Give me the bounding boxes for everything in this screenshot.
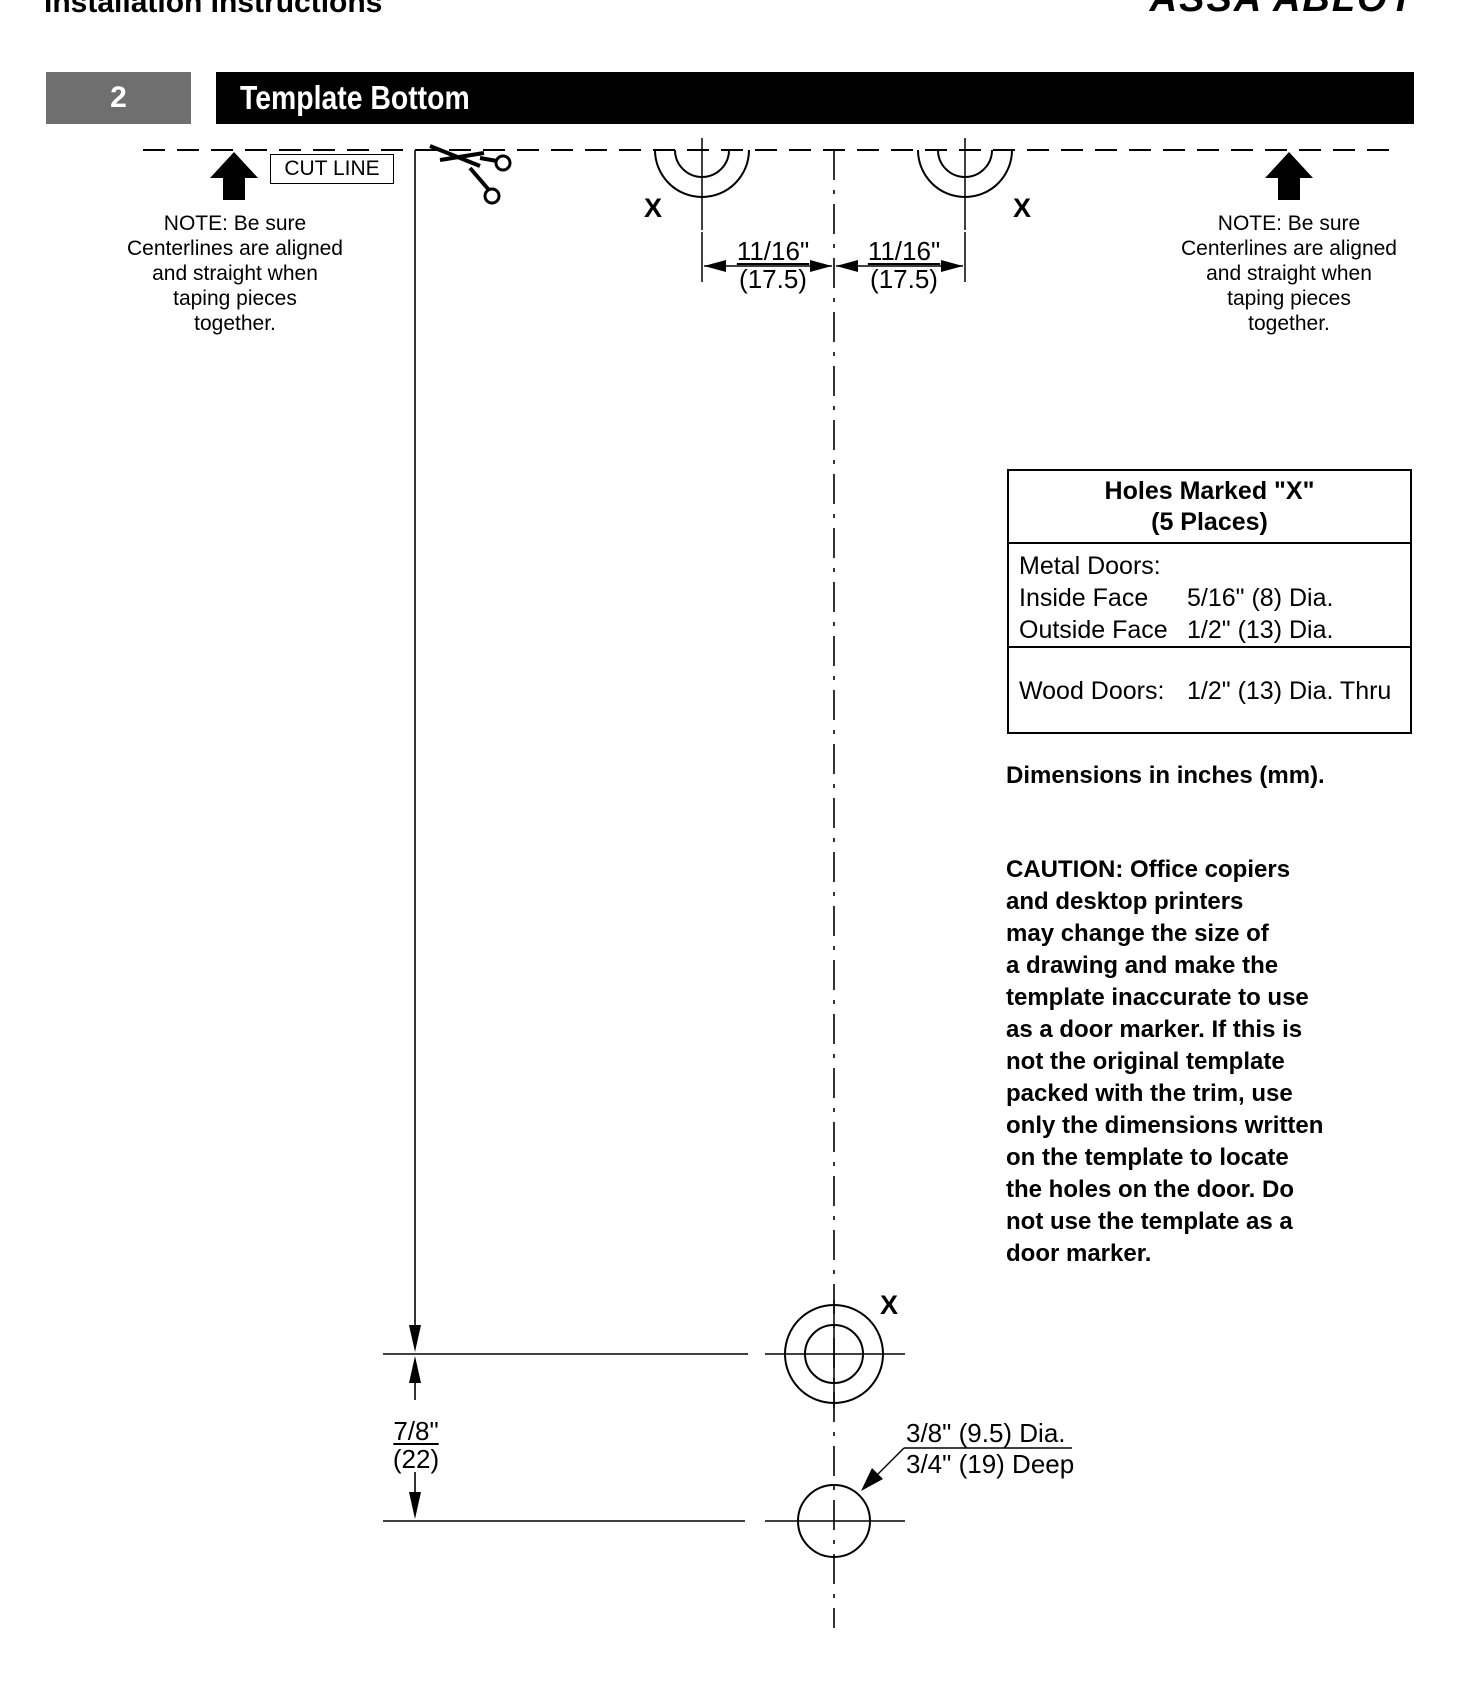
caution-note: CAUTION: Office copiers and desktop prin… [1006, 856, 1324, 1267]
dim-arrowhead [409, 1356, 421, 1383]
hole-marker-x: X [880, 1290, 899, 1320]
cut-line-label: CUT LINE [270, 154, 394, 184]
top-dimension-left: 11/16" (17.5) [718, 237, 828, 293]
row-value: 1/2" (13) Dia. Thru [1187, 677, 1392, 705]
cut-line-text: CUT LINE [284, 157, 380, 180]
hole-callout-depth: 3/4" (19) Deep [906, 1449, 1075, 1479]
note-line: taping pieces [1227, 287, 1351, 310]
table-header: Holes Marked "X" (5 Places) [1009, 471, 1410, 544]
page-header-title: Installation Instructions [44, 0, 383, 19]
brand-logo-text: ASSA ABLOY [1150, 0, 1416, 21]
metal-doors-heading: Metal Doors: [1019, 552, 1161, 580]
dim-arrowhead [704, 260, 726, 272]
table-subtitle: (5 Places) [1151, 508, 1268, 536]
row-label: Outside Face [1019, 616, 1168, 644]
dimension-mm: (22) [392, 1444, 440, 1474]
dim-arrowhead [409, 1492, 421, 1519]
metal-doors-section: Metal Doors: Inside Face 5/16" (8) Dia. … [1009, 544, 1410, 648]
dimension-inches: 11/16" [736, 236, 810, 266]
hole-marker-x: X [644, 193, 663, 223]
note-line: together. [194, 312, 276, 335]
right-up-arrow-icon [1265, 152, 1313, 200]
note-line: Centerlines are aligned [1181, 237, 1397, 260]
dimension-inches: 7/8" [393, 1416, 439, 1446]
row-value: 1/2" (13) Dia. [1187, 616, 1334, 644]
note-line: NOTE: Be sure [163, 212, 307, 235]
table-row: Inside Face 5/16" (8) Dia. [1019, 582, 1410, 614]
step-number: 2 [110, 81, 127, 114]
left-up-arrow-icon [210, 152, 258, 200]
hole-marker-x: X [1013, 193, 1032, 223]
top-dimension-right: 11/16" (17.5) [849, 237, 959, 293]
row-label: Inside Face [1019, 584, 1149, 612]
note-line: and straight when [1206, 262, 1372, 285]
section-title: Template Bottom [240, 79, 470, 116]
dim-arrowhead [810, 260, 832, 272]
row-value: 5/16" (8) Dia. [1187, 584, 1334, 612]
dimension-inches: 11/16" [867, 236, 941, 266]
dim-arrowhead [836, 260, 858, 272]
dimensions-units-note: Dimensions in inches (mm). [1006, 762, 1325, 789]
left-taping-note: NOTE: Be sure Centerlines are aligned an… [110, 211, 360, 336]
step-number-badge: 2 [46, 72, 191, 124]
section-title-bar: Template Bottom [216, 72, 1414, 124]
note-line: taping pieces [173, 287, 297, 310]
note-line: NOTE: Be sure [1217, 212, 1361, 235]
holes-marked-x-table: Holes Marked "X" (5 Places) Metal Doors:… [1007, 469, 1412, 734]
bottom-dimension: 7/8" (22) [376, 1417, 456, 1473]
note-line: Centerlines are aligned [127, 237, 343, 260]
table-row: Outside Face 1/2" (13) Dia. [1019, 614, 1410, 646]
hole-callout-diameter: 3/8" (9.5) Dia. [906, 1418, 1066, 1448]
dim-arrowhead [409, 1325, 421, 1352]
dim-arrowhead [941, 260, 963, 272]
dimension-mm: (17.5) [739, 264, 807, 294]
table-title: Holes Marked "X" [1104, 477, 1315, 505]
scissors-icon [429, 144, 512, 205]
right-taping-note: NOTE: Be sure Centerlines are aligned an… [1164, 211, 1414, 336]
wood-doors-row: Wood Doors: 1/2" (13) Dia. Thru [1009, 648, 1410, 706]
callout-arrowhead [861, 1468, 883, 1491]
row-label: Wood Doors: [1019, 677, 1165, 705]
dimension-mm: (17.5) [870, 264, 938, 294]
note-line: and straight when [152, 262, 318, 285]
note-line: together. [1248, 312, 1330, 335]
